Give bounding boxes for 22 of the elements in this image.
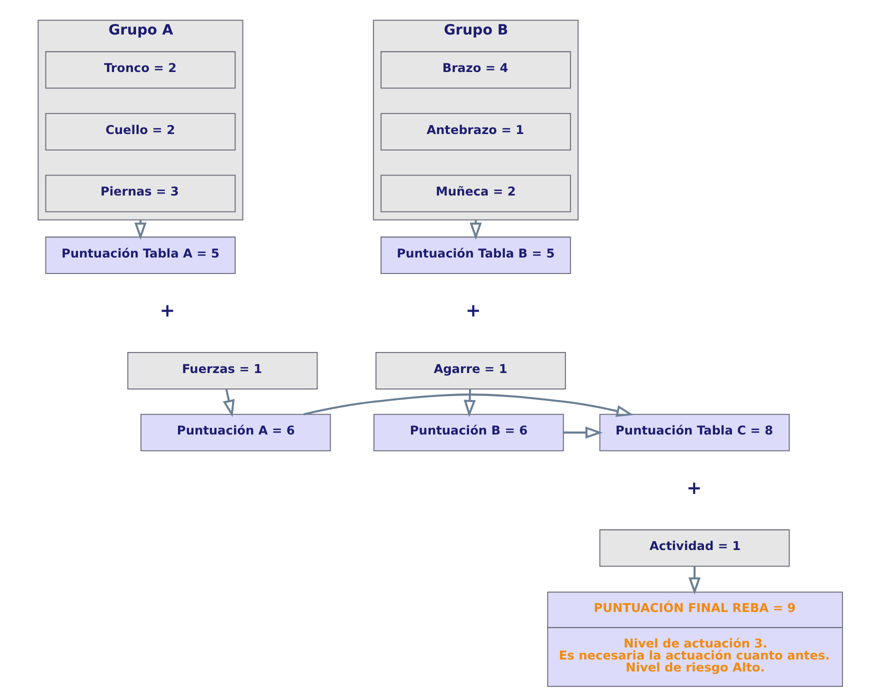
node-box: Puntuación Tabla A = 5 [45, 236, 236, 274]
node-box: Brazo = 4 [380, 51, 571, 89]
node-box: Fuerzas = 1 [127, 352, 318, 390]
node-box: Puntuación B = 6 [373, 414, 564, 452]
node-box: Antebrazo = 1 [380, 112, 571, 150]
arrow [464, 389, 476, 418]
node-box: Puntuación Tabla C = 8 [599, 414, 790, 452]
arrow [222, 388, 235, 418]
node-box: Puntuación Tabla B = 5 [380, 236, 571, 274]
node-box: Piernas = 3 [45, 174, 236, 212]
node-box: Agarre = 1 [375, 352, 566, 390]
arrow [564, 426, 603, 439]
arrow [688, 566, 701, 595]
node-box: Tronco = 2 [45, 51, 236, 89]
label: + [160, 300, 175, 322]
node-box: Cuello = 2 [45, 112, 236, 150]
label: + [686, 478, 702, 499]
node-box: Muñeca = 2 [380, 174, 571, 212]
node-box: Actividad = 1 [599, 529, 790, 567]
label: + [466, 300, 481, 322]
arrow [303, 394, 634, 417]
node-box: Puntuación A = 6 [140, 414, 331, 452]
